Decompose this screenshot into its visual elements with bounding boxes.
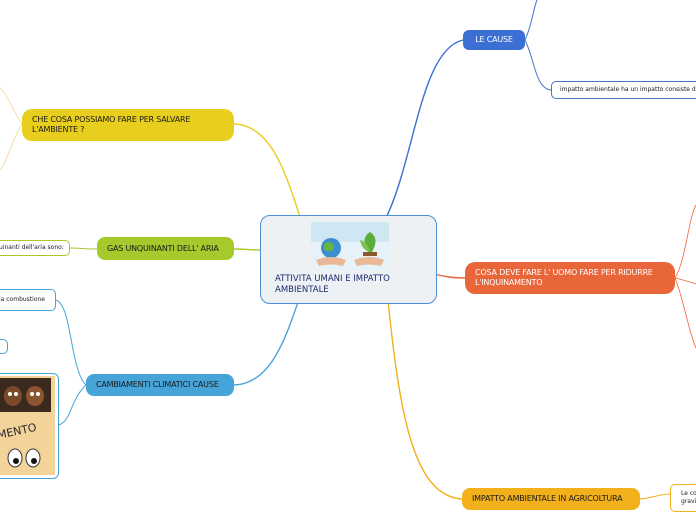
topic-impatto-agricoltura-label: IMPATTO AMBIENTALE IN AGRICOLTURA — [472, 494, 623, 503]
central-topic-title: ATTIVITA UMANI E IMPATTO AMBIENTALE — [275, 274, 390, 295]
leaf-combustione-label: la combustione — [0, 296, 45, 303]
topic-che-cosa-label: CHE COSA POSSIAMO FARE PER SALVARE L'AMB… — [32, 115, 191, 134]
topic-che-cosa-possiamo-fare[interactable]: CHE COSA POSSIAMO FARE PER SALVARE L'AMB… — [22, 109, 234, 141]
topic-le-cause[interactable]: LE CAUSE — [463, 30, 525, 50]
leaf-agricoltura-label: Le co gravi — [681, 490, 696, 505]
leaf-impatto-ambientale[interactable]: impatto ambientale ha un impatto consist… — [551, 81, 696, 99]
link-che-cosa-out1 — [0, 87, 23, 125]
hands-globe-plant-image — [311, 222, 389, 270]
link-cosa-deve-out1 — [674, 204, 696, 279]
topic-cambiamenti-label: CAMBIAMENTI CLIMATICI CAUSE — [96, 380, 219, 389]
link-che-cosa — [233, 123, 301, 218]
leaf-collapsed-node[interactable] — [0, 339, 8, 354]
left-eye-icon — [7, 448, 23, 468]
cartoon-animals-eyes-image: MENTO — [0, 376, 55, 475]
link-cosa-deve-out2 — [674, 277, 696, 285]
link-gas — [233, 248, 261, 251]
link-agricoltura — [387, 299, 463, 500]
topic-gas-label: GAS UNQUINANTI DELL' ARIA — [107, 243, 219, 253]
link-che-cosa-out2 — [0, 123, 23, 171]
link-cambiamenti-leaf1 — [55, 299, 87, 386]
leaf-combustione[interactable]: la combustione — [0, 289, 56, 311]
topic-gas-inquinanti[interactable]: GAS UNQUINANTI DELL' ARIA — [97, 237, 234, 260]
link-le-cause-leaf — [524, 39, 552, 91]
link-le-cause — [384, 39, 464, 221]
topic-cosa-deve-fare-label: COSA DEVE FARE L' UOMO FARE PER RIDURRE … — [475, 268, 653, 287]
link-gas-leaf — [69, 247, 98, 250]
right-eye-icon — [25, 448, 41, 468]
link-le-cause-top — [524, 0, 538, 41]
link-cambiamenti — [233, 301, 299, 386]
topic-cosa-deve-fare[interactable]: COSA DEVE FARE L' UOMO FARE PER RIDURRE … — [465, 262, 675, 294]
leaf-gas-label: uinanti dell'aria sono: — [0, 244, 64, 251]
link-cosa-deve-out3 — [674, 277, 696, 349]
cartoon-image-node[interactable]: MENTO — [0, 373, 59, 479]
topic-le-cause-label: LE CAUSE — [475, 35, 513, 44]
link-cambiamenti-leaf2 — [58, 384, 87, 426]
leaf-impatto-label: impatto ambientale ha un impatto consist… — [560, 86, 696, 93]
central-topic[interactable]: ATTIVITA UMANI E IMPATTO AMBIENTALE — [260, 215, 437, 304]
topic-cambiamenti-climatici[interactable]: CAMBIAMENTI CLIMATICI CAUSE — [86, 374, 234, 396]
leaf-agricoltura[interactable]: Le co gravi — [670, 484, 696, 512]
leaf-gas-inquinanti[interactable]: uinanti dell'aria sono: — [0, 240, 70, 256]
link-agricoltura-leaf — [639, 493, 671, 500]
topic-impatto-agricoltura[interactable]: IMPATTO AMBIENTALE IN AGRICOLTURA — [462, 488, 640, 510]
